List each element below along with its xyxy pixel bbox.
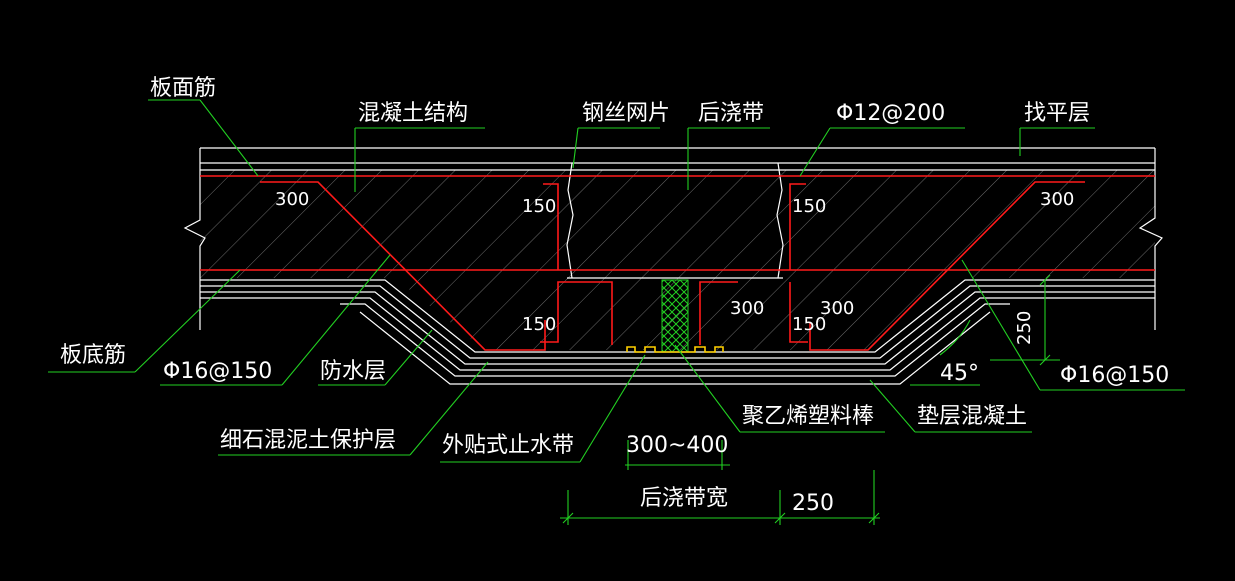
dim-hook-bottom-right: 150 xyxy=(792,314,826,335)
label-fine-stone-protection: 细石混泥土保护层 xyxy=(220,428,396,453)
labels: 板面筋 混凝土结构 钢丝网片 后浇带 Φ12@200 找平层 板底筋 Φ16@1… xyxy=(60,76,1169,516)
label-waterproof-layer: 防水层 xyxy=(320,359,386,384)
dim-anchor-bottom-mid: 300 xyxy=(730,298,764,319)
dim-strip-offset: 300~400 xyxy=(626,433,728,458)
rebar xyxy=(200,175,1155,351)
dim-hook-top-left: 150 xyxy=(522,196,556,217)
label-top-rebar: 板面筋 xyxy=(150,76,216,101)
dim-strip-width: 后浇带宽 xyxy=(640,486,728,511)
label-cushion-concrete: 垫层混凝土 xyxy=(917,404,1027,429)
label-post-pour-strip: 后浇带 xyxy=(698,101,764,126)
external-waterstop xyxy=(626,346,724,353)
label-bottom-rebar-spec-right: Φ16@150 xyxy=(1060,363,1169,388)
dim-anchor-bottom-right: 300 xyxy=(820,298,854,319)
dim-extra-width: 250 xyxy=(792,491,834,516)
leader-lines xyxy=(48,99,1185,525)
label-bottom-rebar: 板底筋 xyxy=(60,343,126,368)
label-concrete-structure: 混凝土结构 xyxy=(358,101,468,126)
label-top-rebar-spec: Φ12@200 xyxy=(836,101,945,126)
polyethylene-rod xyxy=(661,279,689,353)
label-bottom-rebar-spec-left: Φ16@150 xyxy=(163,359,272,384)
dim-step-depth: 250 xyxy=(1014,311,1035,345)
label-angle: 45° xyxy=(940,361,979,386)
label-external-waterstop: 外贴式止水带 xyxy=(442,433,574,458)
label-polyethylene-rod: 聚乙烯塑料棒 xyxy=(742,404,874,429)
label-leveling-layer: 找平层 xyxy=(1024,101,1090,126)
dim-hook-bottom-left: 150 xyxy=(522,314,556,335)
label-steel-mesh: 钢丝网片 xyxy=(582,101,670,126)
dim-anchor-top-right: 300 xyxy=(1040,189,1074,210)
dim-anchor-top-left: 300 xyxy=(275,189,309,210)
dim-hook-top-right: 150 xyxy=(792,196,826,217)
